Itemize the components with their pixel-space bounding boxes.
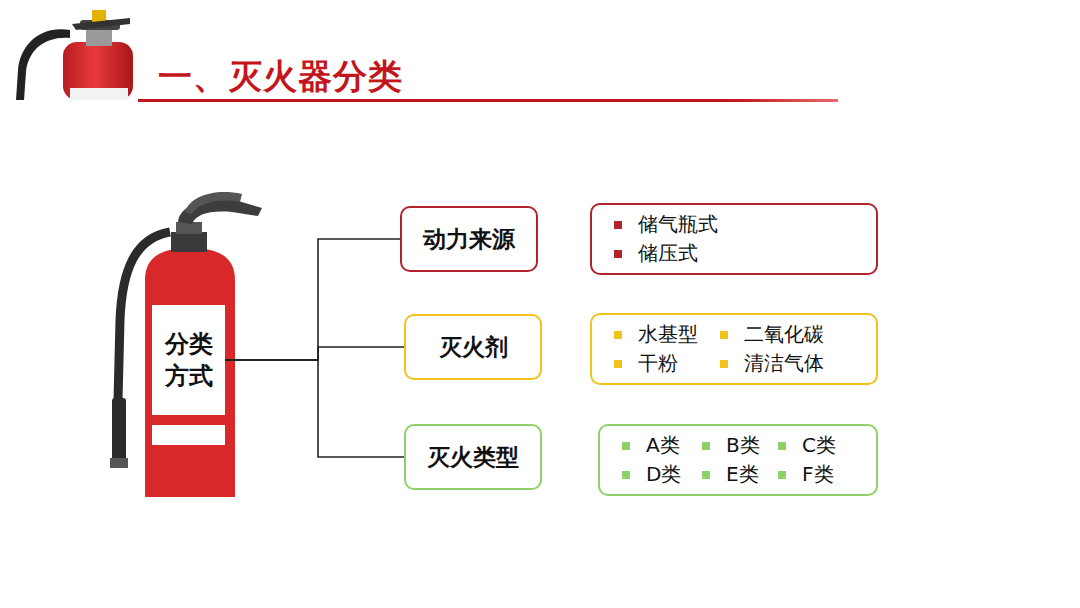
page-title: 一、灭火器分类 — [158, 54, 1080, 100]
category-text: 灭火剂 — [439, 332, 508, 363]
item-text: A类 — [646, 432, 680, 459]
item-text: 储压式 — [638, 240, 698, 267]
list-item: 二氧化碳 — [720, 321, 860, 348]
list-item: 清洁气体 — [720, 350, 860, 377]
bullet-square — [614, 221, 622, 229]
category-text: 灭火类型 — [427, 442, 519, 473]
bullet-square — [614, 250, 622, 258]
item-text: 清洁气体 — [744, 350, 824, 377]
bullet-square — [622, 471, 630, 479]
list-item: 储气瓶式 — [614, 211, 860, 238]
list-item: F类 — [778, 461, 860, 488]
bullet-square — [614, 331, 622, 339]
extinguisher-label: 分类方式 — [152, 305, 225, 415]
bullet-square — [778, 442, 786, 450]
bullet-square — [614, 360, 622, 368]
item-text: E类 — [726, 461, 759, 488]
item-box: 水基型 二氧化碳干粉 清洁气体 — [590, 313, 878, 385]
bullet-square — [702, 471, 710, 479]
item-box: A类 B类 C类 D类 E类 F类 — [598, 424, 878, 496]
small-extinguisher — [16, 10, 133, 100]
item-text: F类 — [802, 461, 834, 488]
extinguisher-illustration — [110, 192, 262, 497]
list-item: D类 — [622, 461, 702, 488]
item-text: B类 — [726, 432, 760, 459]
bracket-connector — [225, 239, 400, 360]
bracket-connector — [225, 360, 404, 457]
item-text: 水基型 — [638, 321, 698, 348]
item-text: D类 — [646, 461, 681, 488]
item-text: 干粉 — [638, 350, 678, 377]
list-item: 水基型 — [614, 321, 720, 348]
item-box: 储气瓶式储压式 — [590, 203, 878, 275]
item-text: 储气瓶式 — [638, 211, 718, 238]
bracket-connector — [225, 347, 404, 360]
item-text: 二氧化碳 — [744, 321, 824, 348]
title-underline — [138, 99, 838, 102]
bullet-square — [720, 360, 728, 368]
bullet-square — [702, 442, 710, 450]
list-item: B类 — [702, 432, 778, 459]
category-box: 灭火剂 — [404, 314, 542, 380]
list-item: 储压式 — [614, 240, 860, 267]
list-item: C类 — [778, 432, 860, 459]
item-text: C类 — [802, 432, 836, 459]
category-box: 灭火类型 — [404, 424, 542, 490]
category-box: 动力来源 — [400, 206, 538, 272]
list-item: 干粉 — [614, 350, 720, 377]
bullet-square — [778, 471, 786, 479]
category-text: 动力来源 — [423, 224, 515, 255]
bullet-square — [720, 331, 728, 339]
bullet-square — [622, 442, 630, 450]
list-item: E类 — [702, 461, 778, 488]
vertical-label: 分类方式 — [165, 328, 213, 393]
list-item: A类 — [622, 432, 702, 459]
